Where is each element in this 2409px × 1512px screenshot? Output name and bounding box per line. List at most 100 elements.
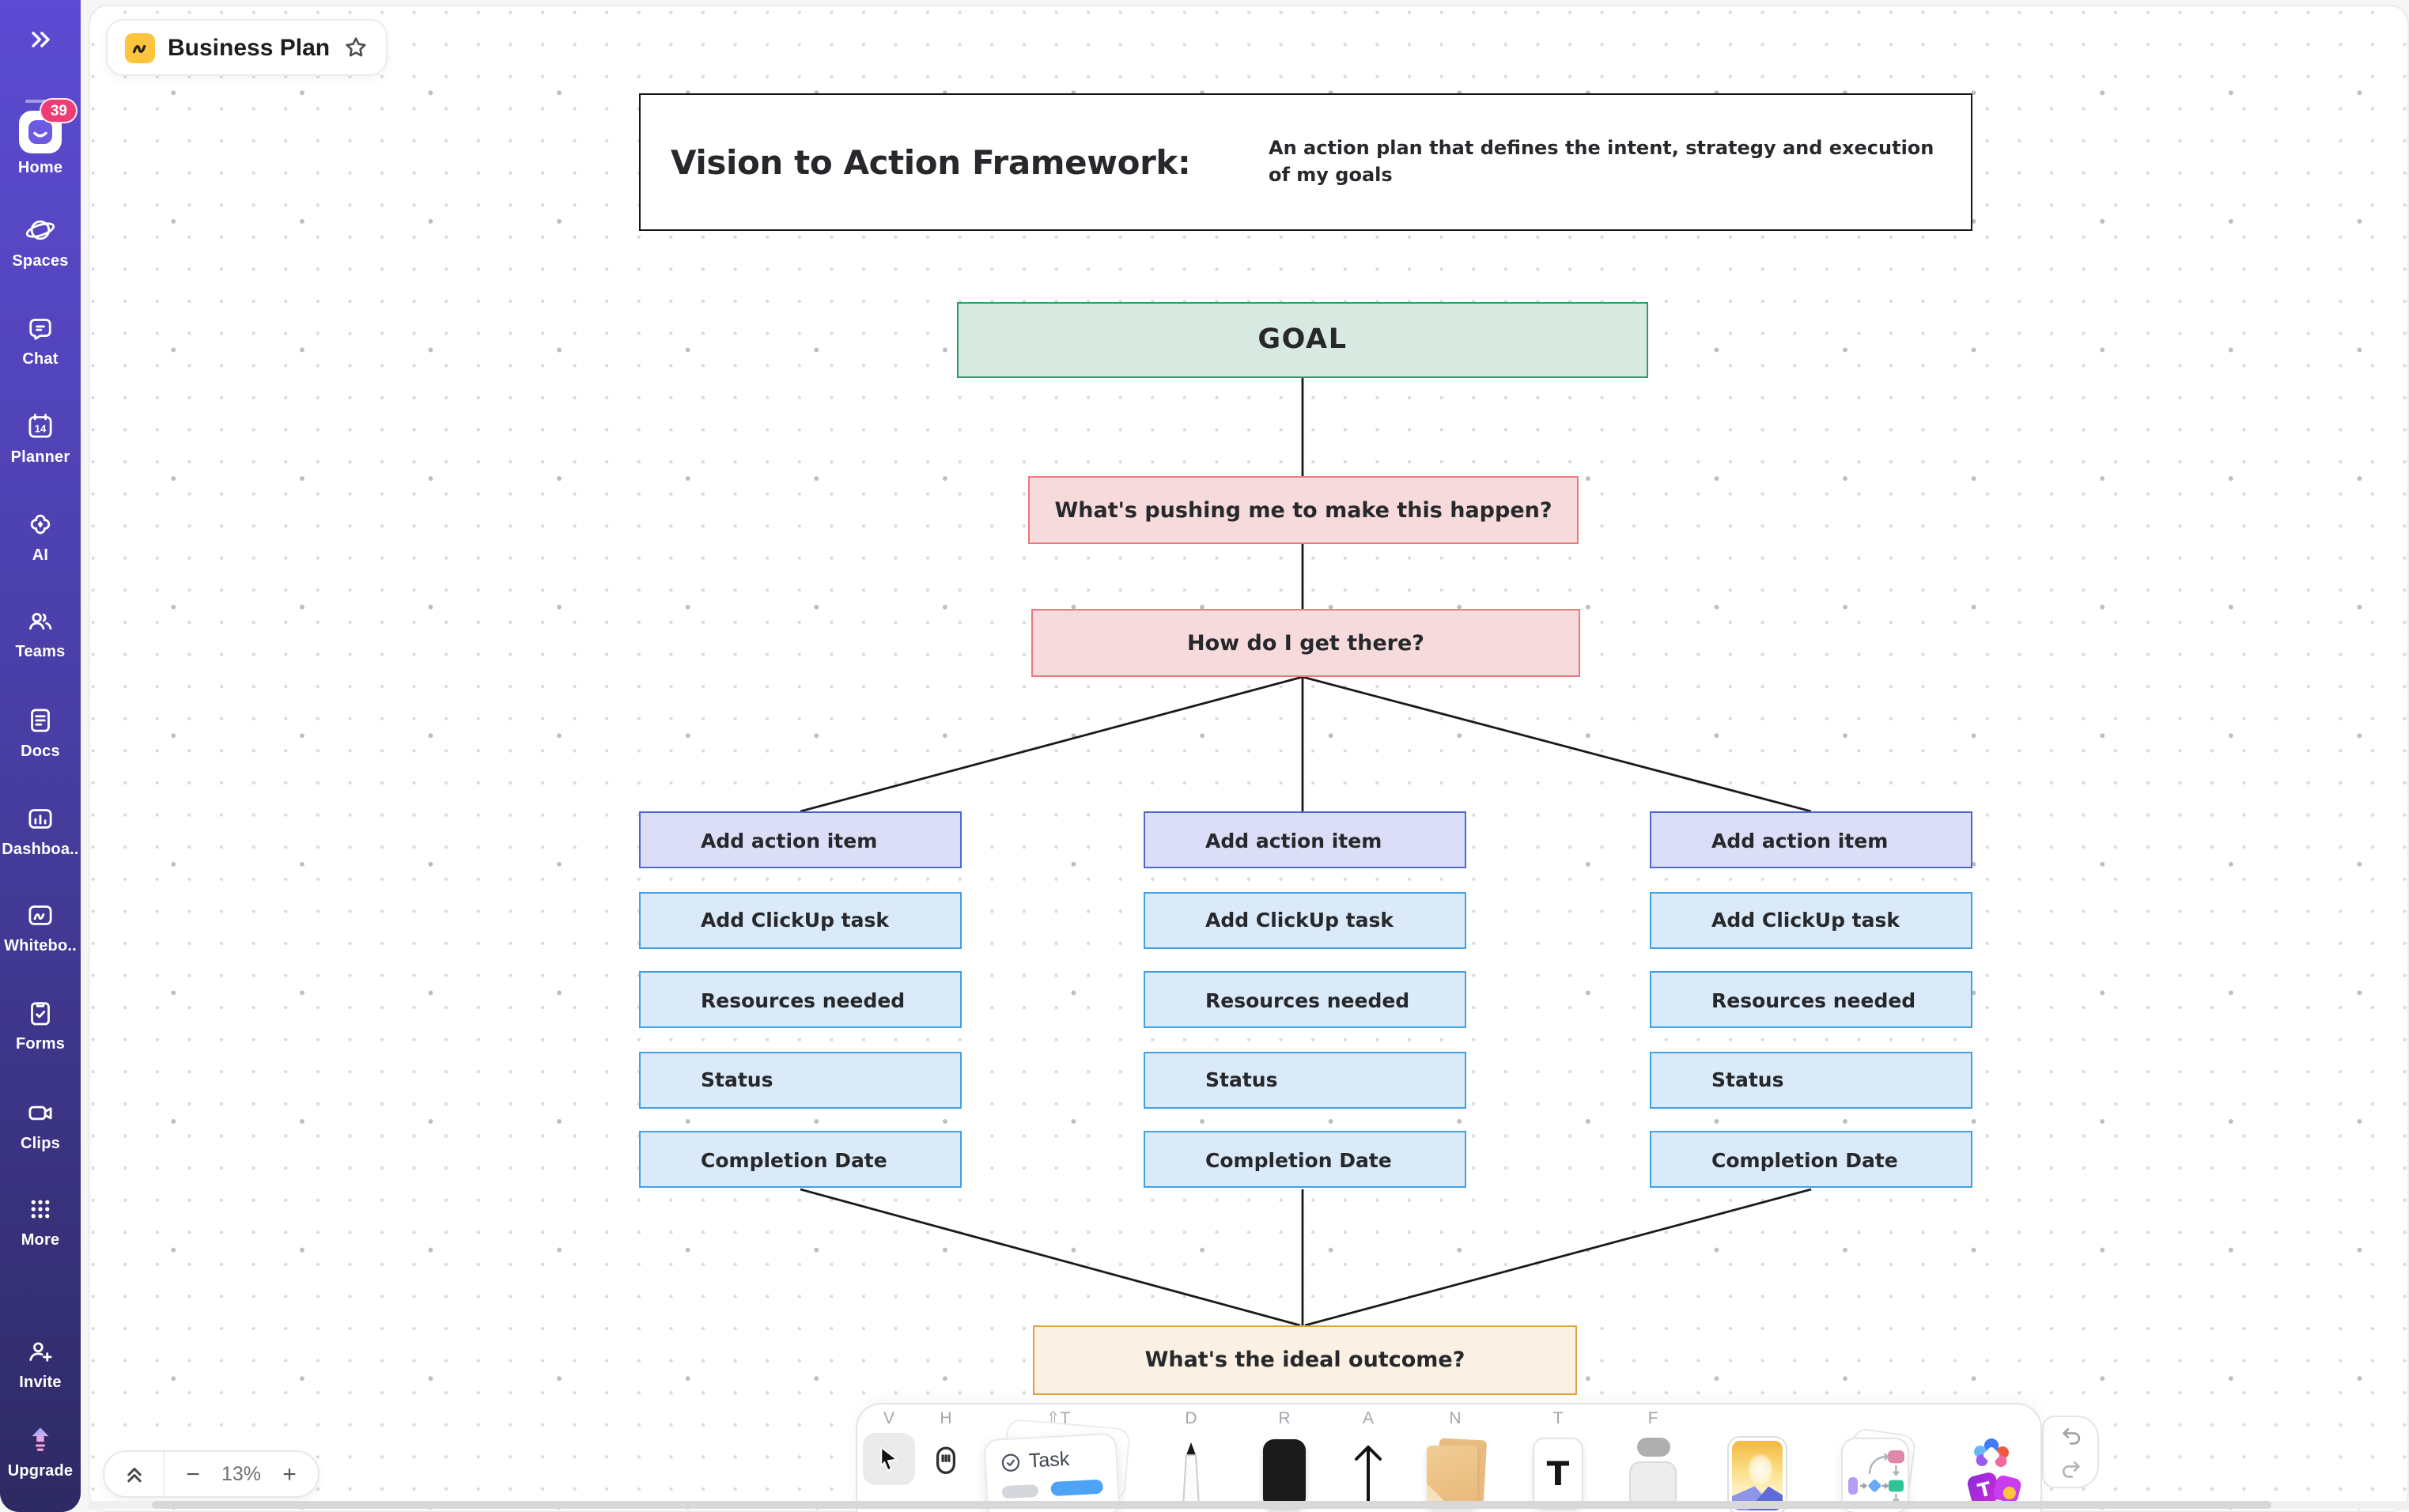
tool-frame[interactable]: F: [1629, 1409, 1677, 1509]
tool-select[interactable]: V: [863, 1409, 915, 1485]
sidebar-item-whiteboards[interactable]: Whitebo..: [0, 898, 81, 955]
forms-clipboard-icon: [31, 1002, 50, 1026]
sidebar-item-upgrade[interactable]: Upgrade: [0, 1423, 81, 1480]
tool-clickup-ai[interactable]: T: [1960, 1409, 2023, 1512]
upgrade-arrow-icon: [32, 1427, 49, 1451]
add-action-item-box[interactable]: Add action item: [639, 811, 962, 868]
whiteboard-canvas[interactable]: Business Plan Vision to Action Framework…: [89, 5, 2409, 1512]
clips-video-icon: [28, 1106, 52, 1121]
tool-text[interactable]: T T: [1533, 1409, 1583, 1510]
sidebar-item-home[interactable]: 39 Home: [0, 98, 81, 177]
zoom-controls: − 13% +: [103, 1450, 320, 1498]
sidebar-item-planner[interactable]: 14 Planner: [0, 410, 81, 467]
status-box[interactable]: Status: [1650, 1051, 1972, 1109]
outcome-box[interactable]: What's the ideal outcome?: [1033, 1325, 1577, 1395]
teams-people-icon: [29, 613, 52, 630]
sidebar-item-label: More: [21, 1232, 60, 1249]
status-box[interactable]: Status: [1144, 1051, 1466, 1109]
tool-arrow[interactable]: A: [1343, 1409, 1394, 1507]
resources-needed-box[interactable]: Resources needed: [639, 971, 962, 1029]
svg-text:T: T: [1976, 1477, 1994, 1502]
sidebar-item-ai[interactable]: AI: [0, 508, 81, 565]
completion-date-box[interactable]: Completion Date: [1144, 1131, 1466, 1189]
task-card: Task: [983, 1418, 1131, 1512]
add-action-item-box[interactable]: Add action item: [1650, 811, 1972, 868]
undo-icon[interactable]: [2057, 1423, 2084, 1450]
whiteboard-doc-icon: [125, 32, 155, 62]
sidebar-item-label: Upgrade: [7, 1463, 74, 1480]
resources-needed-box[interactable]: Resources needed: [1650, 971, 1972, 1029]
zoom-out-button[interactable]: −: [186, 1461, 200, 1487]
tool-task[interactable]: ⇧T Task: [983, 1409, 1131, 1512]
invite-person-plus-icon: [29, 1342, 52, 1362]
sidebar-item-invite[interactable]: Invite: [0, 1335, 81, 1392]
undo-redo-panel: [2042, 1416, 2099, 1488]
action-column-3: Add action item Add ClickUp task Resourc…: [1650, 811, 1972, 1189]
selected-tool-highlight: [863, 1433, 915, 1485]
sidebar-item-label: Docs: [21, 743, 60, 761]
sidebar-expand-button[interactable]: [0, 25, 81, 54]
question-push-box[interactable]: What's pushing me to make this happen?: [1028, 476, 1579, 544]
task-check-icon: [1001, 1453, 1020, 1471]
tool-image[interactable]: [1729, 1409, 1786, 1512]
svg-text:14: 14: [35, 422, 47, 434]
scrollbar-thumb[interactable]: [152, 1501, 2271, 1509]
redo-icon[interactable]: [2057, 1454, 2084, 1481]
sidebar-item-label: Home: [17, 160, 63, 177]
sidebar-item-docs[interactable]: Docs: [0, 704, 81, 761]
sidebar-item-label: Forms: [15, 1036, 66, 1053]
sidebar-divider: [25, 100, 55, 103]
sidebar-item-chat[interactable]: Chat: [0, 312, 81, 369]
framework-description: An action plan that defines the intent, …: [1269, 136, 1934, 186]
sidebar-item-clips[interactable]: Clips: [0, 1096, 81, 1153]
sidebar-item-dashboards[interactable]: Dashboa..: [0, 802, 81, 859]
board-title-badge[interactable]: Business Plan: [106, 19, 388, 76]
zoom-level: 13%: [221, 1463, 262, 1485]
favorite-star-icon[interactable]: [342, 35, 368, 60]
board-title: Business Plan: [168, 34, 331, 61]
task-card-label: Task: [1028, 1447, 1070, 1472]
rectangle-shape-icon: [1263, 1439, 1306, 1509]
pen-icon: [1182, 1442, 1201, 1506]
framework-header-box[interactable]: Vision to Action Framework: An action pl…: [639, 93, 1972, 231]
completion-date-box[interactable]: Completion Date: [639, 1131, 962, 1189]
goal-box[interactable]: GOAL: [957, 302, 1648, 378]
flowchart-tool-icon: [1836, 1427, 1919, 1512]
more-grid-icon: [31, 1200, 50, 1219]
add-clickup-task-box[interactable]: Add ClickUp task: [639, 891, 962, 949]
framework-title: Vision to Action Framework:: [671, 143, 1191, 181]
sidebar-item-label: Chat: [22, 351, 59, 369]
zoom-in-button[interactable]: +: [282, 1461, 297, 1487]
tool-hand[interactable]: H: [925, 1409, 966, 1482]
action-column-2: Add action item Add ClickUp task Resourc…: [1144, 811, 1466, 1189]
sidebar-item-label: Clips: [21, 1136, 60, 1153]
tool-pen[interactable]: D: [1170, 1409, 1212, 1509]
add-clickup-task-box[interactable]: Add ClickUp task: [1650, 891, 1972, 949]
sidebar-item-label: Dashboa..: [2, 841, 79, 859]
completion-date-box[interactable]: Completion Date: [1650, 1131, 1972, 1189]
expand-panel-button[interactable]: [104, 1452, 165, 1496]
sidebar-item-teams[interactable]: Teams: [0, 604, 81, 661]
sidebar-item-more[interactable]: More: [0, 1193, 81, 1249]
tool-rectangle[interactable]: R: [1263, 1409, 1306, 1509]
clickup-ai-logo-icon: T: [1967, 1438, 2021, 1505]
tool-flowchart[interactable]: [1836, 1409, 1919, 1512]
add-clickup-task-box[interactable]: Add ClickUp task: [1144, 891, 1466, 949]
status-box[interactable]: Status: [639, 1051, 962, 1109]
planner-calendar-icon: 14: [28, 414, 52, 438]
sidebar-item-label: Whitebo..: [4, 938, 77, 955]
action-column-1: Add action item Add ClickUp task Resourc…: [639, 811, 962, 1189]
task-pill-blue: [1051, 1479, 1104, 1497]
resources-needed-box[interactable]: Resources needed: [1144, 971, 1466, 1029]
sidebar-item-spaces[interactable]: Spaces: [0, 214, 81, 270]
add-action-item-box[interactable]: Add action item: [1144, 811, 1466, 868]
horizontal-scrollbar[interactable]: [89, 1501, 2409, 1509]
tool-sticky-note[interactable]: N: [1424, 1409, 1488, 1512]
whiteboards-icon: [28, 905, 52, 925]
chevrons-up-icon: [127, 1468, 141, 1483]
cursor-icon: [880, 1446, 898, 1471]
frame-tool-icon: [1629, 1438, 1677, 1509]
sidebar-item-forms[interactable]: Forms: [0, 996, 81, 1053]
ai-clover-icon: [30, 514, 51, 535]
question-how-box[interactable]: How do I get there?: [1031, 609, 1580, 677]
